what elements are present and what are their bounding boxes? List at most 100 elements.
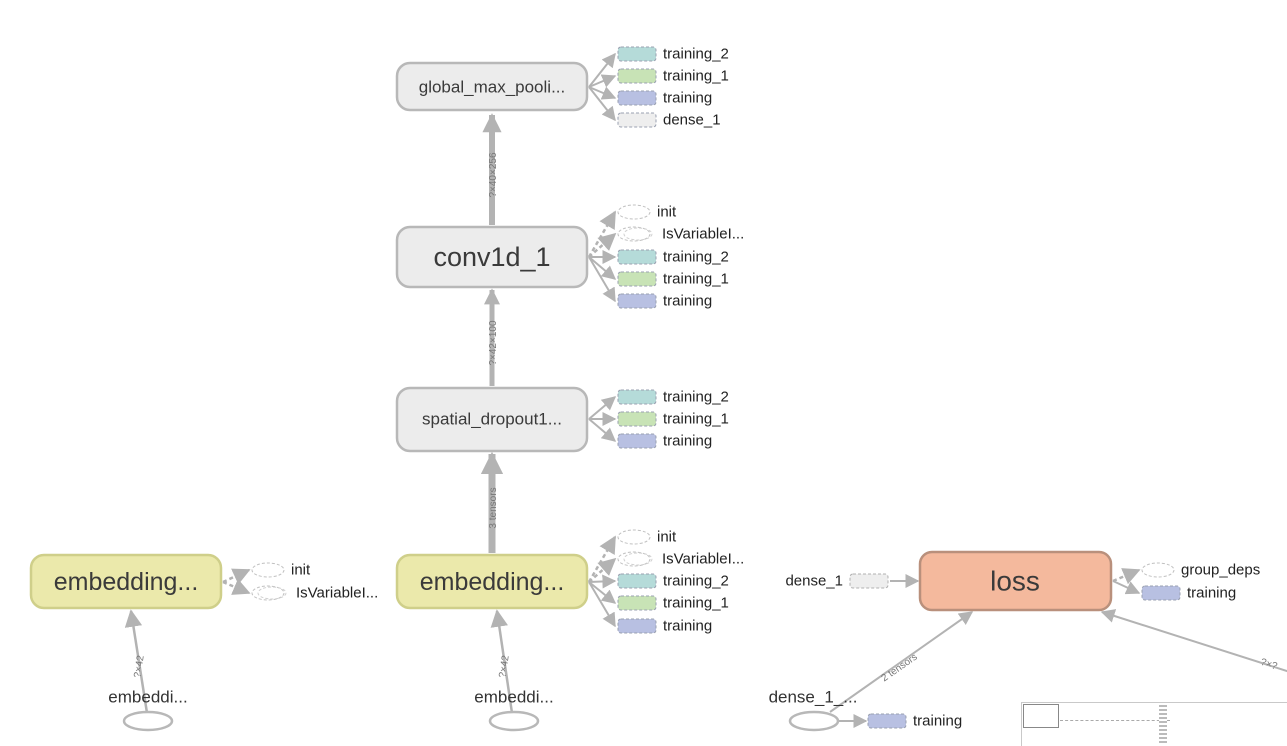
aux-chip — [617, 249, 657, 265]
aux-label: training — [1187, 585, 1236, 602]
edge-in-to-emb-left — [124, 609, 149, 714]
aux-label: training_2 — [663, 573, 729, 590]
aux-node-conv-training-2[interactable]: training_2 — [589, 249, 729, 266]
aux-chip — [617, 293, 657, 309]
aux-node-conv-isvariablei-[interactable]: IsVariableI... — [588, 226, 744, 258]
aux-label: IsVariableI... — [662, 226, 744, 243]
aux-chip — [867, 713, 907, 729]
node-loss[interactable]: loss — [918, 550, 1113, 612]
aux-chip — [617, 595, 657, 611]
op-ellipse — [122, 710, 174, 732]
aux-label: training_1 — [663, 68, 729, 85]
aux-chip — [617, 618, 657, 634]
aux-ellipse — [251, 562, 285, 578]
aux-edge — [1112, 568, 1141, 585]
aux-chip — [617, 573, 657, 589]
aux-ellipse-stack — [623, 552, 653, 566]
aux-label: training_2 — [663, 389, 729, 406]
aux-edge — [587, 210, 617, 258]
edge-label-in-to-emb-center: ?×42 — [497, 654, 511, 678]
aux-edge — [588, 232, 617, 258]
input-embedding-left[interactable]: embeddi... — [108, 688, 188, 732]
aux-edge — [222, 568, 251, 585]
node-label: spatial_dropout1... — [422, 410, 562, 429]
minimap-column — [1159, 705, 1167, 743]
aux-label: init — [657, 204, 677, 221]
aux-chip — [1141, 585, 1181, 601]
aux-node-emb_center-training[interactable]: training — [588, 581, 712, 635]
aux-node-loss-training[interactable]: training — [1112, 580, 1236, 602]
aux-node-sdrop-training-1[interactable]: training_1 — [589, 411, 729, 428]
aux-chip — [617, 271, 657, 287]
aux-node-gmp-dense-1[interactable]: dense_1 — [588, 86, 721, 129]
aux-label: training_1 — [663, 411, 729, 428]
edge-label-right-to-loss: ?×? — [1259, 657, 1279, 673]
aux-chip — [617, 68, 657, 84]
aux-edge — [588, 581, 616, 628]
aux-node-gmp-training[interactable]: training — [588, 86, 712, 107]
op-ellipse — [788, 710, 840, 732]
aux-chip — [617, 90, 657, 106]
aux-label: training — [663, 433, 712, 450]
node-label: loss — [990, 566, 1040, 597]
input-dense-1[interactable]: dense_1 — [785, 573, 889, 590]
aux-node-conv-init[interactable]: init — [587, 204, 677, 258]
aux-node-emb_center-init[interactable]: init — [587, 529, 677, 583]
node-label: embedding... — [54, 568, 199, 596]
aux-chip — [617, 433, 657, 449]
aux-label: init — [657, 529, 677, 546]
edge-dense-to-loss — [829, 611, 974, 713]
input-dense-1-out[interactable]: dense_1_... — [769, 688, 858, 732]
op-ellipse — [488, 710, 540, 732]
node-embedding-center[interactable]: embedding... — [395, 553, 589, 610]
aux-label: training — [913, 713, 962, 730]
edge-label-emb-to-sdrop: 3 tensors — [488, 487, 499, 528]
aux-node-emb_center-isvariablei-[interactable]: IsVariableI... — [588, 551, 744, 583]
aux-node-loss-group-deps[interactable]: group_deps — [1112, 562, 1260, 585]
node-spatial-dropout[interactable]: spatial_dropout1... — [395, 386, 589, 453]
aux-label: training_1 — [663, 595, 729, 612]
aux-node-conv-training-1[interactable]: training_1 — [588, 256, 729, 288]
aux-edge — [587, 535, 617, 583]
aux-node-emb_left-isvariablei-[interactable]: IsVariableI... — [222, 578, 378, 602]
aux-edge — [1112, 580, 1141, 595]
aux-edge — [588, 74, 617, 88]
aux-node-gmp-training-2[interactable]: training_2 — [588, 46, 729, 88]
aux-edge — [588, 86, 617, 100]
aux-label: training_2 — [663, 46, 729, 63]
aux-node-conv-training[interactable]: training — [588, 256, 712, 310]
aux-node-gmp-training-1[interactable]: training_1 — [588, 68, 729, 88]
aux-label: init — [291, 562, 311, 579]
aux-ellipse — [1141, 562, 1175, 578]
aux-edge — [588, 396, 617, 420]
aux-chip — [849, 573, 889, 589]
aux-chip — [617, 411, 657, 427]
aux-label: training — [663, 293, 712, 310]
aux-node-dense_out-training[interactable]: training — [867, 713, 962, 730]
aux-node-sdrop-training-2[interactable]: training_2 — [588, 389, 729, 420]
aux-node-emb_center-training-1[interactable]: training_1 — [588, 581, 729, 612]
aux-node-emb_center-training-2[interactable]: training_2 — [588, 573, 729, 590]
edge-right-to-loss — [1100, 609, 1287, 673]
input-embedding-center[interactable]: embeddi... — [474, 688, 554, 732]
aux-node-sdrop-training[interactable]: training — [588, 418, 712, 450]
node-label: global_max_pooli... — [419, 78, 565, 97]
node-conv1d[interactable]: conv1d_1 — [395, 225, 589, 289]
aux-node-emb_left-init[interactable]: init — [222, 562, 311, 585]
aux-label: training_2 — [663, 249, 729, 266]
aux-label: training — [663, 90, 712, 107]
aux-edge — [588, 581, 617, 604]
aux-ellipse-stack — [623, 227, 653, 241]
aux-edge — [588, 418, 617, 442]
aux-ellipse — [617, 529, 651, 545]
minimap-track — [1060, 720, 1170, 721]
aux-chip — [617, 46, 657, 62]
aux-label: IsVariableI... — [662, 551, 744, 568]
minimap[interactable] — [1021, 702, 1287, 746]
node-embedding-left[interactable]: embedding... — [29, 553, 223, 610]
aux-ellipse — [617, 204, 651, 220]
minimap-viewport[interactable] — [1023, 704, 1059, 728]
aux-label: dense_1 — [663, 112, 721, 129]
node-global-max-pooling[interactable]: global_max_pooli... — [395, 61, 589, 112]
